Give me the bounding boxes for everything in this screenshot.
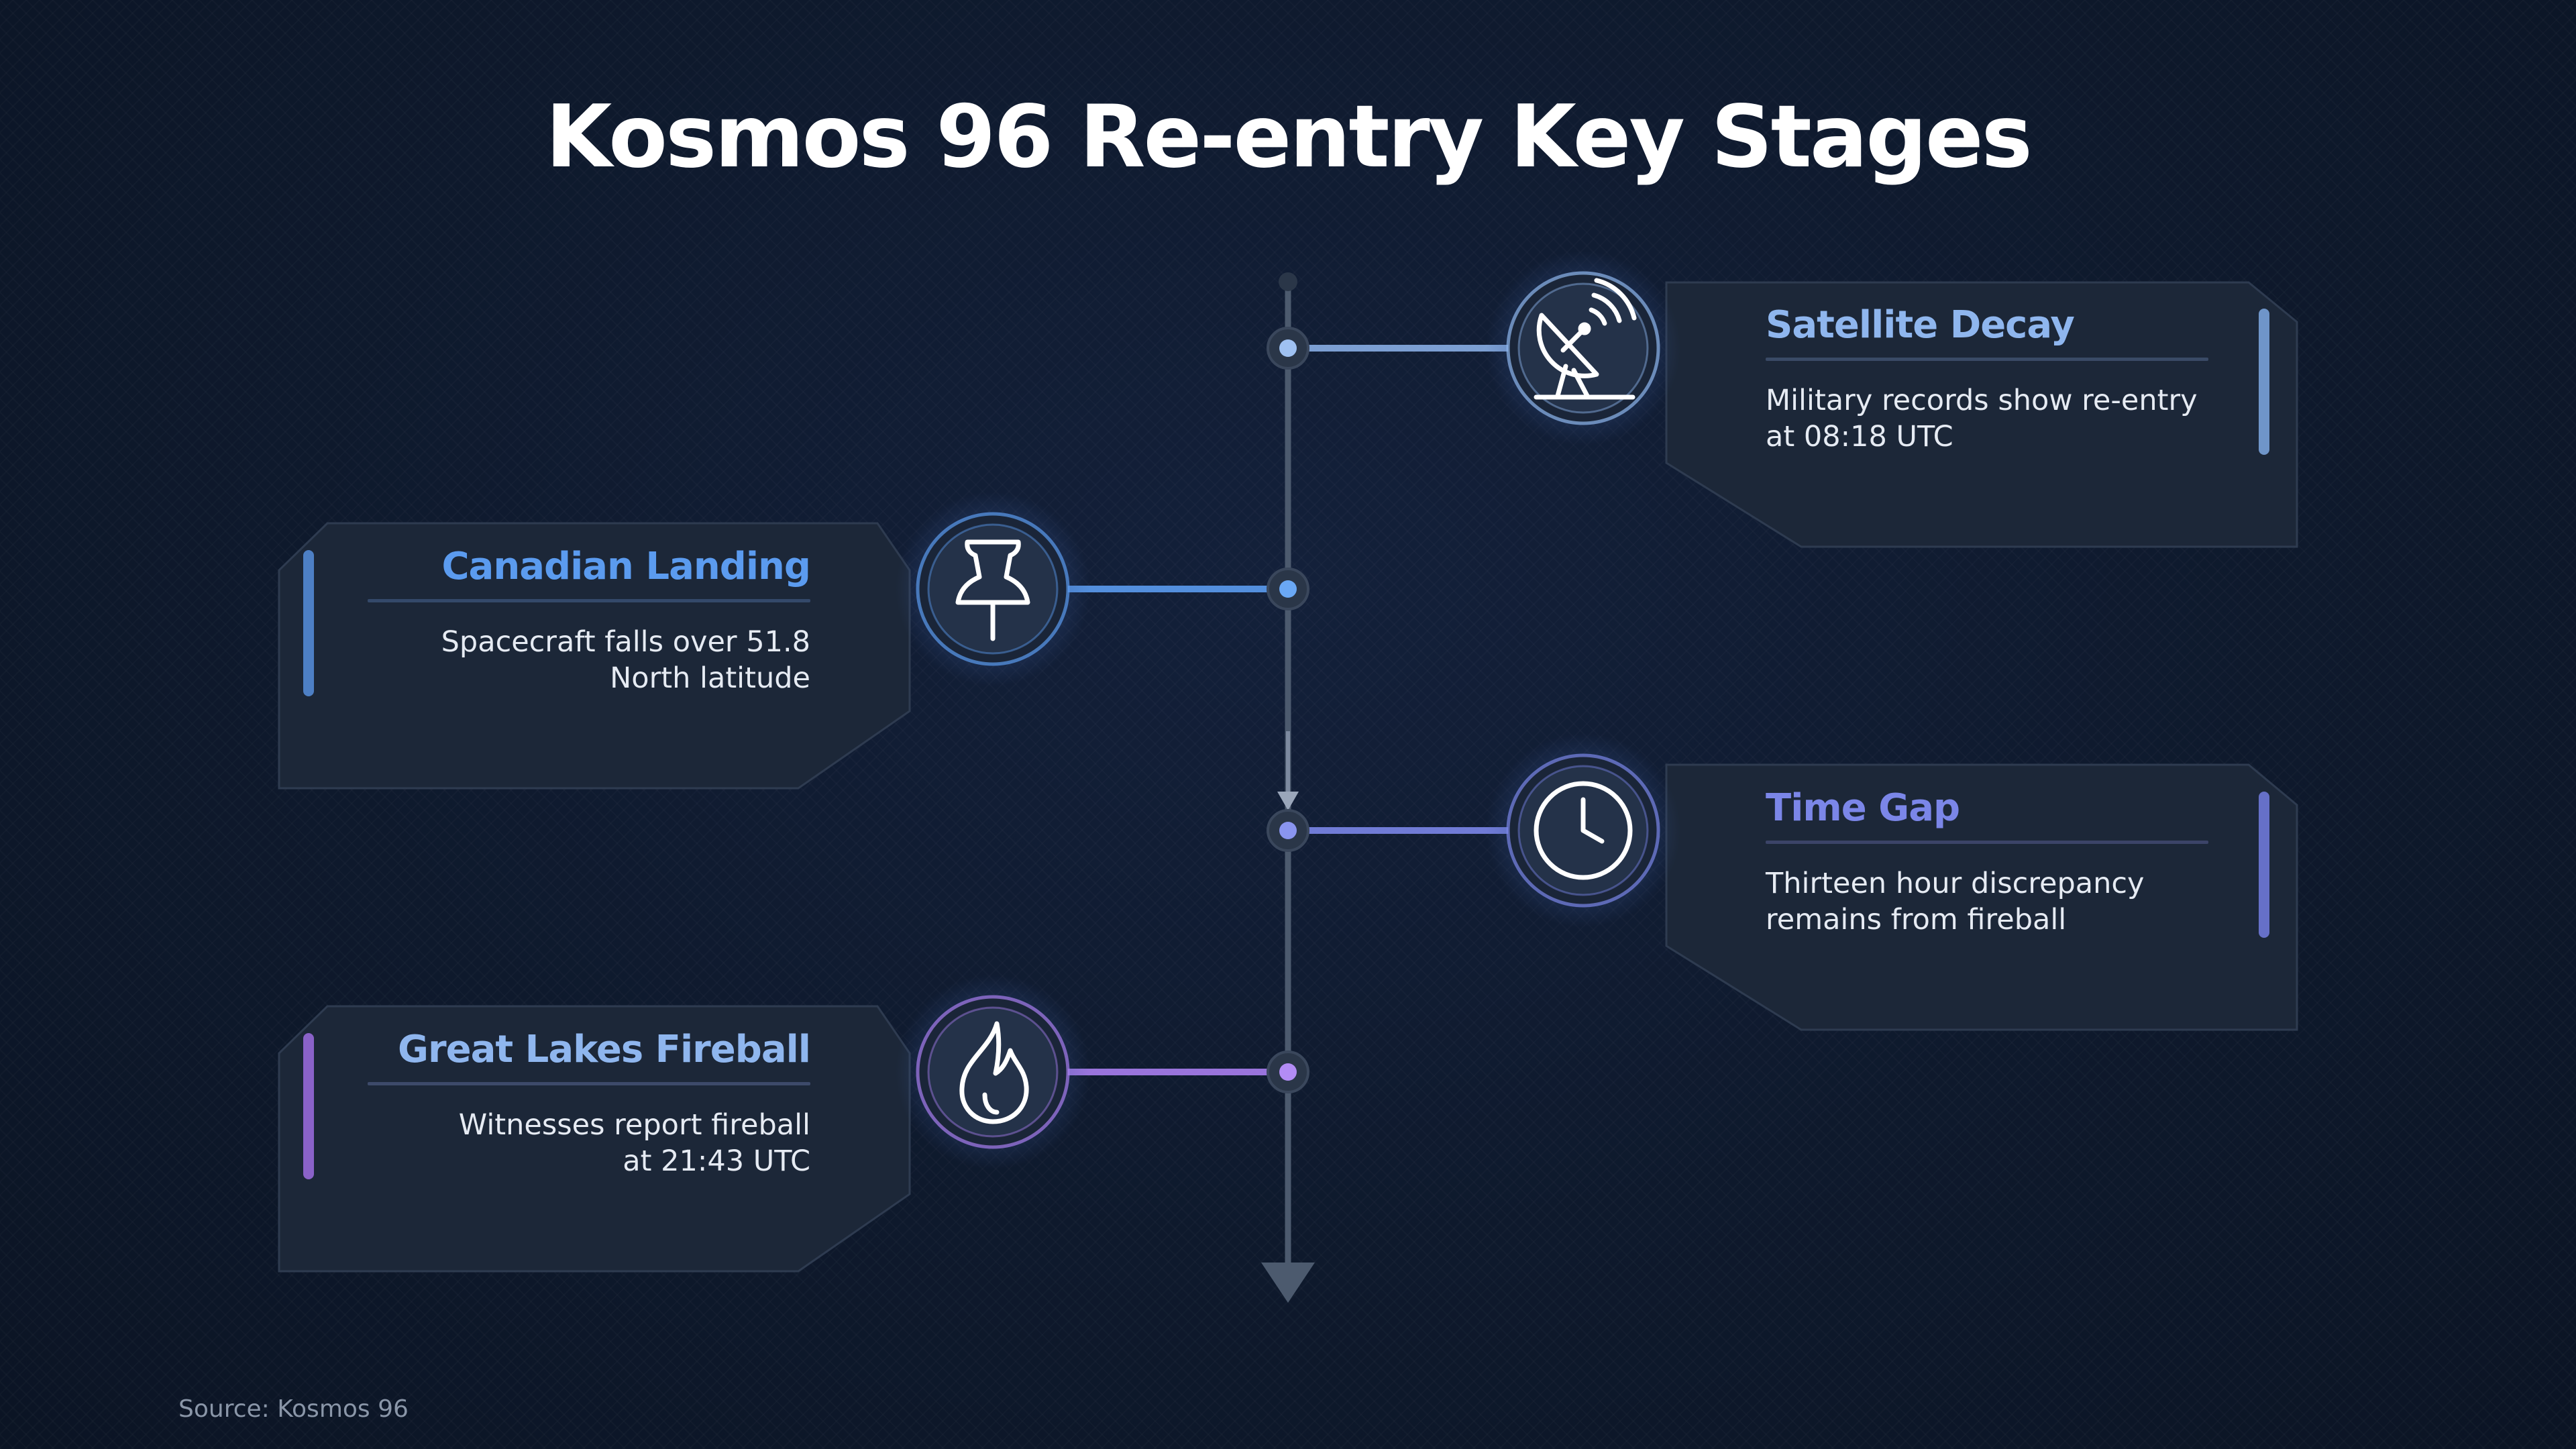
card-text-time-gap: Time Gap Thirteen hour discrepancy remai… [1766, 786, 2208, 938]
title-rule-canadian-landing [368, 599, 810, 602]
title-rule-satellite-decay [1766, 358, 2208, 361]
flame-icon [959, 1021, 1029, 1124]
satellite-dish-icon [1534, 278, 1637, 400]
card-canadian-landing [278, 522, 911, 790]
node-dot-great-lakes-fireball [1279, 1063, 1297, 1081]
stage-time-gap [1267, 733, 2298, 1031]
title-rule-great-lakes-fireball [368, 1082, 810, 1085]
title-rule-time-gap [1766, 841, 2208, 844]
timeline-arrowhead [1261, 1263, 1315, 1303]
pushpin-icon [955, 539, 1030, 641]
icon-ring-inner-canadian-landing [927, 523, 1059, 655]
card-time-gap [1665, 763, 2298, 1031]
node-dot-canadian-landing [1279, 580, 1297, 598]
stage-description-great-lakes-fireball: Witnesses report fireball at 21:43 UTC [458, 1108, 810, 1178]
stage-satellite-decay [1267, 251, 2298, 548]
source-caption: Source: Kosmos 96 [178, 1395, 409, 1423]
timeline-mid-arrowhead [1277, 792, 1299, 810]
card-text-satellite-decay: Satellite Decay Military records show re… [1766, 303, 2208, 455]
stage-description-satellite-decay: Military records show re-entry at 08:18 … [1766, 384, 2198, 453]
card-text-great-lakes-fireball: Great Lakes Fireball Witnesses report fi… [368, 1028, 811, 1179]
card-accent-bar-great-lakes-fireball [303, 1033, 314, 1179]
card-text-canadian-landing: Canadian Landing Spacecraft falls over 5… [368, 545, 811, 696]
node-dot-satellite-decay [1279, 339, 1297, 357]
stage-title-canadian-landing: Canadian Landing [441, 545, 811, 588]
timeline-axis-start-cap [1279, 272, 1297, 291]
timeline-axis [1261, 272, 1315, 1303]
node-dot-time-gap [1279, 822, 1297, 839]
icon-ring-inner-great-lakes-fireball [927, 1006, 1059, 1138]
card-accent-bar-time-gap [2259, 792, 2269, 938]
stage-title-great-lakes-fireball: Great Lakes Fireball [398, 1028, 811, 1071]
card-satellite-decay [1665, 281, 2298, 548]
stage-great-lakes-fireball [278, 975, 1309, 1273]
clock-icon [1534, 781, 1633, 880]
card-accent-bar-canadian-landing [303, 550, 314, 696]
stage-title-time-gap: Time Gap [1766, 786, 1960, 830]
page-title: Kosmos 96 Re-entry Key Stages [545, 87, 2033, 187]
stage-description-time-gap: Thirteen hour discrepancy remains from f… [1766, 867, 2145, 936]
stage-description-canadian-landing: Spacecraft falls over 51.8 North latitud… [441, 625, 810, 695]
stage-title-satellite-decay: Satellite Decay [1766, 303, 2075, 347]
card-accent-bar-satellite-decay [2259, 309, 2269, 455]
card-great-lakes-fireball [278, 1005, 911, 1273]
stage-canadian-landing [278, 492, 1309, 790]
